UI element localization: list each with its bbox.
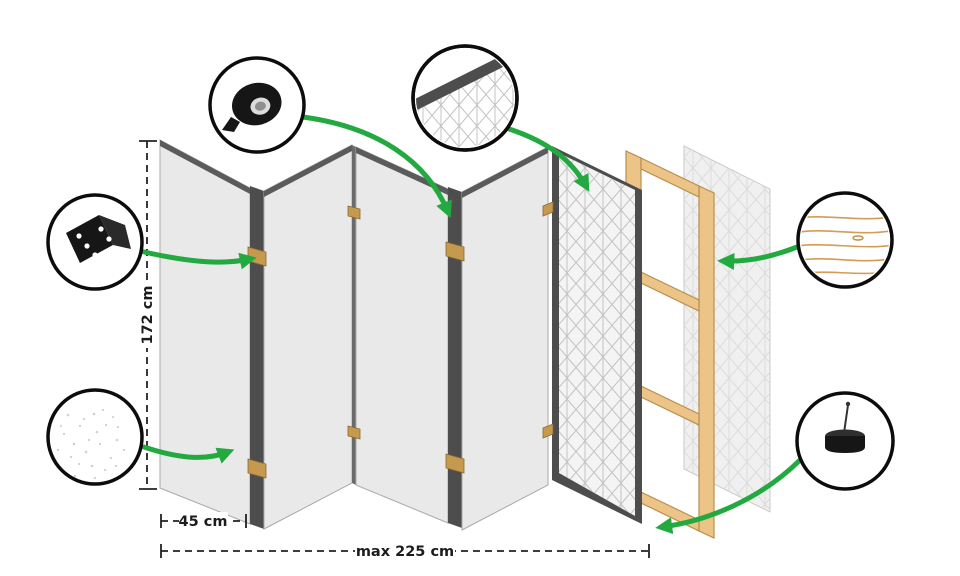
tape-roll-icon: [222, 82, 282, 132]
panel-face: [461, 146, 549, 531]
panel-pattern-icon: [416, 49, 514, 147]
patterned-panel: [552, 146, 642, 524]
height-dimension-label: 172 cm: [140, 285, 156, 344]
wood-arrow: [717, 244, 800, 270]
callout-fabric: [46, 388, 144, 486]
callout-circle: [46, 388, 144, 486]
hinge-icon: [66, 215, 131, 263]
callout-pattern: [411, 44, 519, 152]
hinge-plate: [542, 201, 554, 217]
panel-face: [159, 139, 251, 525]
frame-right-rail: [698, 185, 715, 539]
hinge-plate: [445, 241, 465, 262]
pointer-arrows: [137, 114, 802, 535]
hinge-plate: [445, 453, 465, 474]
fabric-arrow: [141, 444, 235, 464]
callout-ring: [411, 44, 519, 152]
total-width-label: max 225 cm: [356, 544, 454, 560]
callout-tape: [208, 56, 306, 154]
panel-top-edge: [356, 147, 448, 195]
hinge-plate: [542, 423, 554, 439]
frame-rung: [640, 157, 700, 198]
panel-width-label: 45 cm: [179, 514, 228, 530]
panel-fold-edge: [250, 186, 264, 529]
folding-panels: [159, 139, 554, 531]
label-backdrop: [179, 512, 228, 530]
panel-top-edge: [264, 145, 352, 197]
tape-arrow: [300, 114, 452, 219]
height-dimension: 172 cm: [137, 282, 157, 348]
panel-top-edge: [462, 147, 548, 198]
backing-sheet: [683, 145, 771, 513]
fabric-texture-icon: [56, 409, 125, 480]
label-backdrop: [137, 282, 157, 348]
panel-face: [355, 146, 449, 524]
patterned-panel-print: [559, 153, 635, 516]
panel-fold-line: [352, 145, 356, 485]
backing-sheet-pattern: [684, 146, 770, 512]
hinge-arrow: [137, 248, 257, 270]
callout-hinge: [46, 193, 144, 291]
panel-fold-edge: [448, 187, 462, 528]
foot-pad-icon: [825, 401, 865, 453]
panel-face: [263, 144, 353, 530]
pattern-arrow: [500, 124, 590, 192]
hinge-plate: [347, 205, 361, 220]
panel-top-edge: [160, 140, 250, 194]
hinge-plate: [347, 425, 361, 440]
callout-wood: [796, 191, 894, 289]
hinge-plate: [247, 458, 267, 479]
callout-foot: [795, 391, 895, 491]
label-backdrop: [355, 542, 455, 560]
dimensions: 172 cm 45 cm max 225 cm: [137, 140, 650, 560]
foot-arrow: [655, 458, 802, 535]
